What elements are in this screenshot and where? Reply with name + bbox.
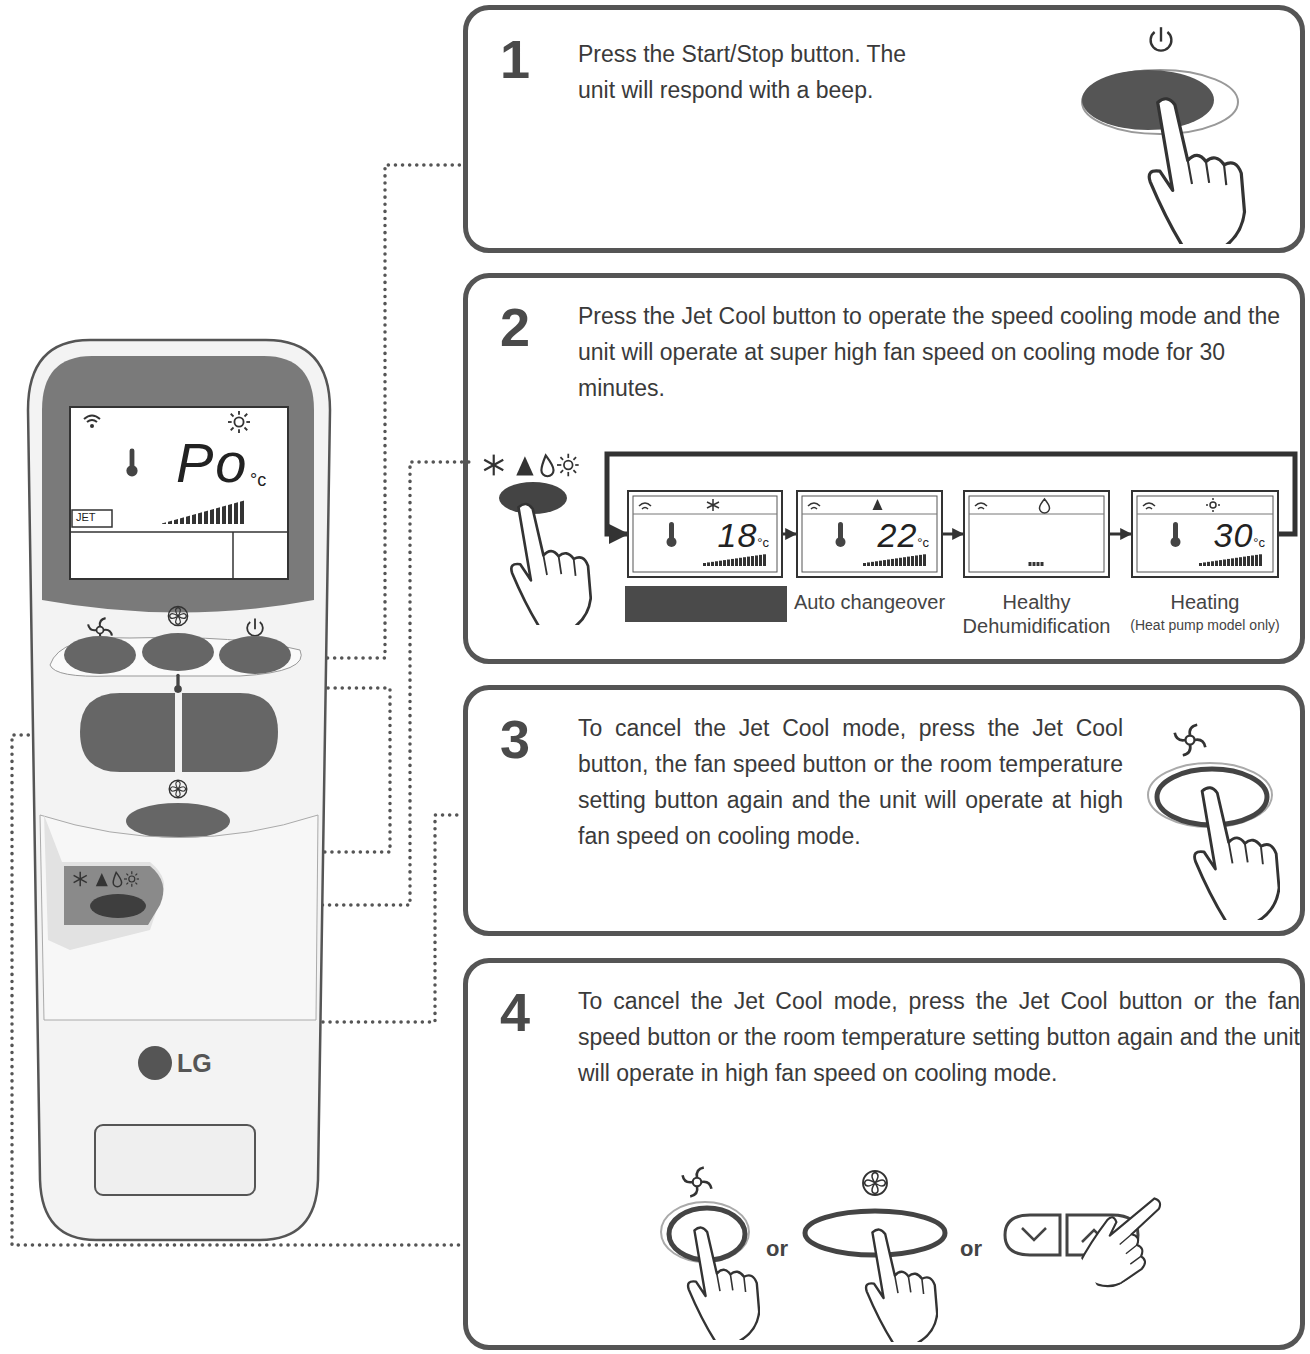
flow-arrow (943, 533, 963, 536)
unit-label: °c (250, 470, 266, 491)
step-instruction: To cancel the Jet Cool mode, press the J… (578, 710, 1123, 854)
jet-indicator: JET (76, 511, 96, 523)
unit-label: °c (757, 535, 769, 550)
lcd-frame (629, 492, 781, 576)
lcd-screen: 30°cHeating(Heat pump model only) (1131, 490, 1279, 578)
lcd-reading: 18°c (717, 516, 769, 555)
step-instruction: To cancel the Jet Cool mode, press the J… (578, 983, 1300, 1091)
flow-arrow (607, 454, 1295, 534)
lcd-frame (965, 492, 1108, 576)
step-box: 1 Press the Start/Stop button. The unit w… (463, 5, 1305, 253)
unit-label: °c (917, 535, 929, 550)
step-number: 2 (500, 300, 530, 354)
flow-arrow (783, 533, 796, 536)
temperature-value: 18 (717, 516, 757, 554)
mode-caption: Healthy Dehumidification (951, 590, 1122, 638)
step-box: 2 Press the Jet Cool button to operate th… (463, 273, 1305, 664)
lcd-reading: 30°c (1213, 516, 1265, 555)
step-instruction: Press the Start/Stop button. The unit wi… (578, 36, 908, 108)
step-instruction: Press the Jet Cool button to operate the… (578, 298, 1290, 406)
lcd-screen: 18°c (627, 490, 783, 578)
mode-caption: (Heat pump model only) (1119, 616, 1291, 634)
lcd-frame (1133, 492, 1277, 576)
step-number: 1 (500, 32, 530, 86)
flow-arrow (1110, 533, 1131, 536)
brand-logo: LG (177, 1049, 212, 1078)
step-number: 3 (500, 712, 530, 766)
lcd-frame (798, 492, 941, 576)
lcd-screen: 22°cAuto changeover (796, 490, 943, 578)
temperature-value: 30 (1213, 516, 1253, 554)
step-box: 4 To cancel the Jet Cool mode, press the … (463, 958, 1305, 1350)
temperature-value: 22 (877, 516, 917, 554)
mode-caption: Heating (1119, 590, 1291, 614)
step-number: 4 (500, 985, 530, 1039)
mode-caption: Auto changeover (784, 590, 955, 614)
lcd-display: Po (176, 430, 249, 495)
lcd-reading: 22°c (877, 516, 929, 555)
or-label: or (960, 1236, 982, 1262)
caption-bar (625, 586, 787, 622)
or-label: or (766, 1236, 788, 1262)
lcd-screen: Healthy Dehumidification (963, 490, 1110, 578)
unit-label: °c (1253, 535, 1265, 550)
step-box: 3 To cancel the Jet Cool mode, press the … (463, 685, 1305, 936)
